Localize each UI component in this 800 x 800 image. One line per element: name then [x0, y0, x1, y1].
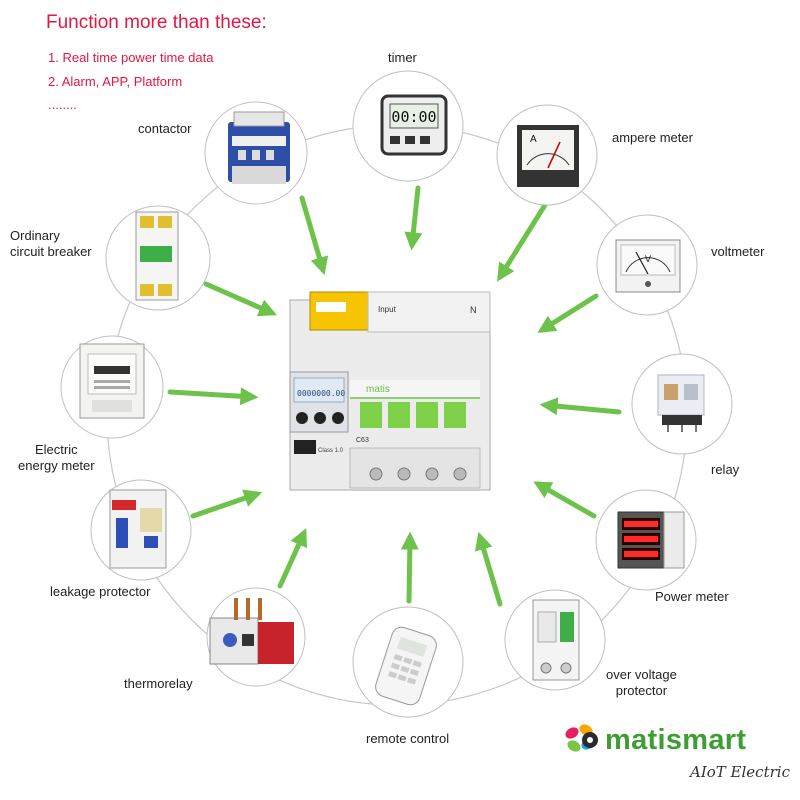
- arrows: [167, 185, 622, 607]
- label-remote-control: remote control: [366, 731, 450, 746]
- thermorelay-icon: [209, 598, 294, 665]
- label-line: protector: [615, 683, 668, 698]
- neutral-label: N: [470, 305, 477, 315]
- label-voltmeter: voltmeter: [711, 244, 765, 259]
- center-brand: matis: [366, 384, 390, 395]
- label-thermorelay: thermorelay: [124, 676, 193, 691]
- arrow-circuit-breaker: [203, 281, 277, 317]
- feature-item: 1. Real time power time data: [48, 50, 214, 65]
- headline: Function more than these:: [46, 12, 267, 33]
- arrow-power-meter: [533, 481, 597, 519]
- feature-item: 2. Alarm, APP, Platform: [48, 74, 183, 89]
- meter-display-value: 0000000.00: [297, 389, 345, 398]
- label-ordinary-circuit-breaker: Ordinary circuit breaker: [10, 228, 92, 260]
- timer-icon: 00:00: [380, 94, 448, 156]
- label-line: Ordinary: [10, 228, 60, 243]
- smart-breaker: Input N 0000000.00 Class 1.0 matis C63: [289, 291, 491, 491]
- svg-text:A: A: [530, 134, 537, 145]
- label-line: Electric: [34, 442, 78, 457]
- label-line: circuit breaker: [10, 244, 92, 259]
- remote-control-icon: [375, 626, 437, 706]
- label-electric-energy-meter: Electric energy meter: [18, 442, 95, 474]
- brand-logo-icon: [565, 724, 598, 752]
- label-over-voltage-protector: over voltage protector: [606, 667, 677, 699]
- electric-energy-meter-icon: [79, 343, 145, 419]
- arrow-remote-control: [400, 531, 419, 604]
- arrow-ampere-meter: [497, 202, 548, 282]
- label-power-meter: Power meter: [655, 589, 729, 604]
- brand-name: matismart: [605, 724, 747, 756]
- label-line: over voltage: [606, 667, 677, 682]
- arrow-leakage: [190, 489, 263, 519]
- label-line: energy meter: [18, 458, 95, 473]
- svg-text:V: V: [645, 254, 651, 264]
- ampere-meter-icon: A: [517, 125, 579, 187]
- over-voltage-protector-icon: [532, 599, 580, 681]
- label-leakage-protector: leakage protector: [50, 584, 151, 599]
- class-label: Class 1.0: [318, 448, 344, 454]
- power-meter-icon: [617, 511, 685, 569]
- label-ampere-meter: ampere meter: [612, 130, 693, 145]
- rating-label: C63: [356, 437, 369, 444]
- arrow-relay: [539, 397, 622, 416]
- relay-icon: [657, 374, 705, 432]
- label-timer: timer: [388, 50, 417, 65]
- label-relay: relay: [711, 462, 740, 477]
- brand-tagline: AIoT Electric: [690, 763, 790, 781]
- arrow-contactor: [299, 195, 329, 276]
- arrow-voltmeter: [537, 293, 599, 333]
- leakage-protector-icon: [109, 489, 167, 569]
- arrow-thermorelay: [277, 528, 308, 589]
- label-contactor: contactor: [138, 121, 192, 136]
- contactor-icon: [228, 111, 290, 184]
- voltmeter-icon: V: [615, 239, 681, 293]
- arrow-over-voltage: [474, 531, 503, 607]
- circuit-breaker-icon: [135, 211, 179, 301]
- input-label: Input: [378, 305, 397, 314]
- feature-item: ........: [48, 97, 77, 112]
- arrow-timer: [404, 185, 423, 251]
- arrow-energy-meter: [167, 387, 259, 406]
- svg-text:00:00: 00:00: [391, 108, 436, 126]
